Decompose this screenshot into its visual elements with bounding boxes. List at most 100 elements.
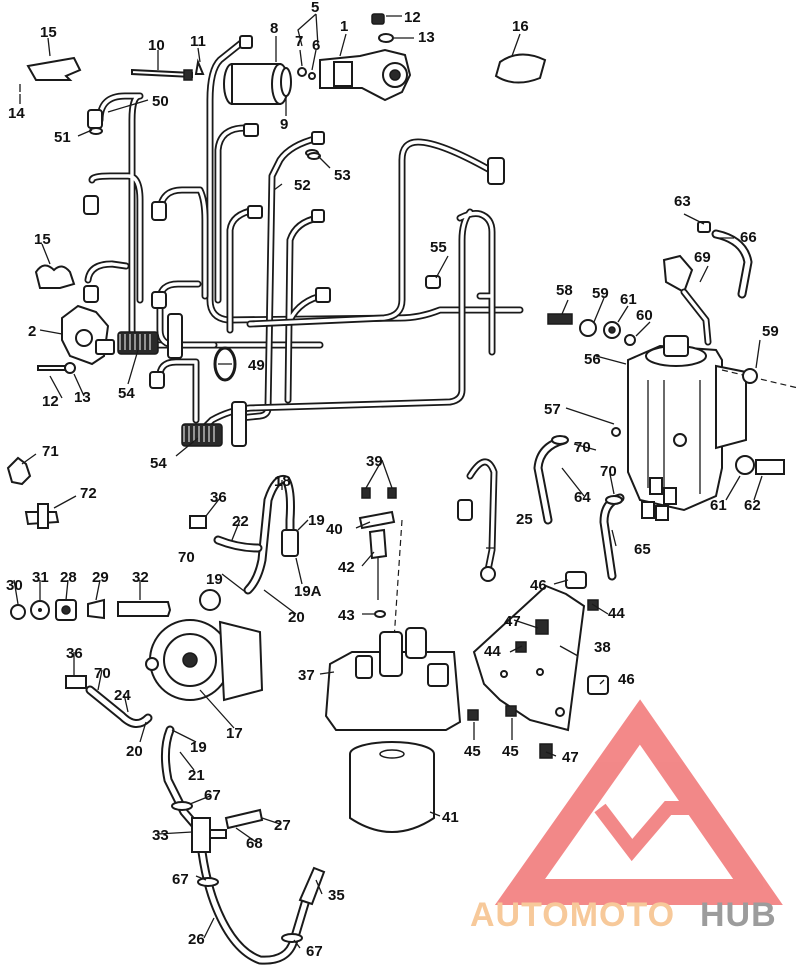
callout-71: 71: [42, 443, 59, 460]
callout-2: 2: [28, 323, 36, 340]
part-33-tee: [191, 817, 227, 853]
callout-36-left: 36: [66, 645, 83, 662]
callout-39: 39: [366, 453, 383, 470]
callout-62: 62: [744, 497, 761, 514]
part-25-harness: [457, 458, 498, 582]
part-12-top-screw: [371, 13, 385, 25]
callout-10: 10: [148, 37, 165, 54]
callout-15-top: 15: [40, 24, 57, 41]
wiring-harness: [83, 35, 524, 447]
parts-28-32-row: [10, 598, 172, 621]
callout-69: 69: [694, 249, 711, 266]
callout-15-left: 15: [34, 231, 51, 248]
callout-54-lower: 54: [150, 455, 167, 472]
part-55-cap: [425, 275, 441, 289]
callout-12-left: 12: [42, 393, 59, 410]
part-41-oil-filter: [349, 741, 435, 833]
part-35-fitting: [298, 866, 326, 906]
callout-35: 35: [328, 887, 345, 904]
callout-70-sep-right: 70: [600, 463, 617, 480]
part-2-sensor: [61, 304, 115, 366]
callout-6: 6: [312, 37, 320, 54]
callout-9: 9: [280, 116, 288, 133]
part-13-top-washer: [378, 33, 394, 43]
parts-61-62-right: [735, 455, 785, 475]
part-17-fuel-pump: [145, 589, 264, 702]
callout-19-mid: 19: [206, 571, 223, 588]
callout-46-top: 46: [530, 577, 547, 594]
callout-7: 7: [295, 33, 303, 50]
callout-31: 31: [32, 569, 49, 586]
callout-46-right: 46: [618, 671, 635, 688]
callout-66: 66: [740, 229, 757, 246]
callout-67-bottom: 67: [306, 943, 323, 960]
part-37-fuel-filter-base: [324, 627, 462, 731]
callout-59-left: 59: [592, 285, 609, 302]
part-8-sleeve: [223, 63, 289, 105]
callout-44-right: 44: [608, 605, 625, 622]
watermark-text: AUTOMOTO HUB: [470, 896, 777, 934]
callout-30: 30: [6, 577, 23, 594]
callout-70-left: 70: [94, 665, 111, 682]
callout-38: 38: [594, 639, 611, 656]
callout-70-sep-left: 70: [574, 439, 591, 456]
part-10-bolt: [131, 68, 193, 81]
part-15-top-clip: [19, 56, 82, 92]
part-12-13-screw-washer: [37, 362, 76, 374]
callout-60: 60: [636, 307, 653, 324]
part-49-tie: [213, 346, 237, 382]
callout-5: 5: [311, 0, 319, 16]
callout-19A: 19A: [294, 583, 322, 600]
callout-20-right: 20: [288, 609, 305, 626]
callout-36-top: 36: [210, 489, 227, 506]
callout-21: 21: [188, 767, 205, 784]
callout-54-upper: 54: [118, 385, 135, 402]
part-7-6-washer: [297, 67, 316, 80]
callout-1: 1: [340, 18, 348, 35]
part-16-sleeve: [494, 53, 547, 84]
callout-68: 68: [246, 835, 263, 852]
part-11-pin: [194, 58, 205, 75]
fuel-hoses: [85, 474, 311, 965]
part-1-regulator: [319, 48, 412, 102]
callout-52: 52: [294, 177, 311, 194]
callout-37: 37: [298, 667, 315, 684]
part-71-connector: [6, 456, 32, 486]
callout-51: 51: [54, 129, 71, 146]
callout-57: 57: [544, 401, 561, 418]
callout-61-top: 61: [620, 291, 637, 308]
callout-20-left: 20: [126, 743, 143, 760]
callout-27: 27: [274, 817, 291, 834]
callout-28: 28: [60, 569, 77, 586]
parts-58-61-fasteners: [547, 313, 758, 384]
callout-40: 40: [326, 521, 343, 538]
callout-72: 72: [80, 485, 97, 502]
callout-70-topleft: 70: [178, 549, 195, 566]
callout-18: 18: [274, 473, 291, 490]
callout-47-bottom: 47: [562, 749, 579, 766]
part-53-cap: [307, 152, 321, 160]
callout-8: 8: [270, 20, 278, 37]
callout-67-mid: 67: [172, 871, 189, 888]
callout-41: 41: [442, 809, 459, 826]
callout-25: 25: [516, 511, 533, 528]
callout-47-top: 47: [504, 613, 521, 630]
axis-line-59: [721, 369, 799, 389]
callout-26: 26: [188, 931, 205, 948]
part-63-66-69-hoses: [662, 221, 753, 346]
callout-53: 53: [334, 167, 351, 184]
connector-54-upper: [117, 331, 159, 355]
parts-64-65-hoses: [533, 427, 625, 581]
callout-56: 56: [584, 351, 601, 368]
callout-42: 42: [338, 559, 355, 576]
part-36-fittings: [65, 515, 207, 689]
callout-45-left: 45: [464, 743, 481, 760]
callout-32: 32: [132, 569, 149, 586]
parts-39-43-sensor: [358, 487, 403, 641]
watermark-brand-part2: HUB: [700, 896, 777, 934]
callout-13-top: 13: [418, 29, 435, 46]
callout-19-low: 19: [190, 739, 207, 756]
leader-lines: [13, 13, 763, 949]
callout-50: 50: [152, 93, 169, 110]
